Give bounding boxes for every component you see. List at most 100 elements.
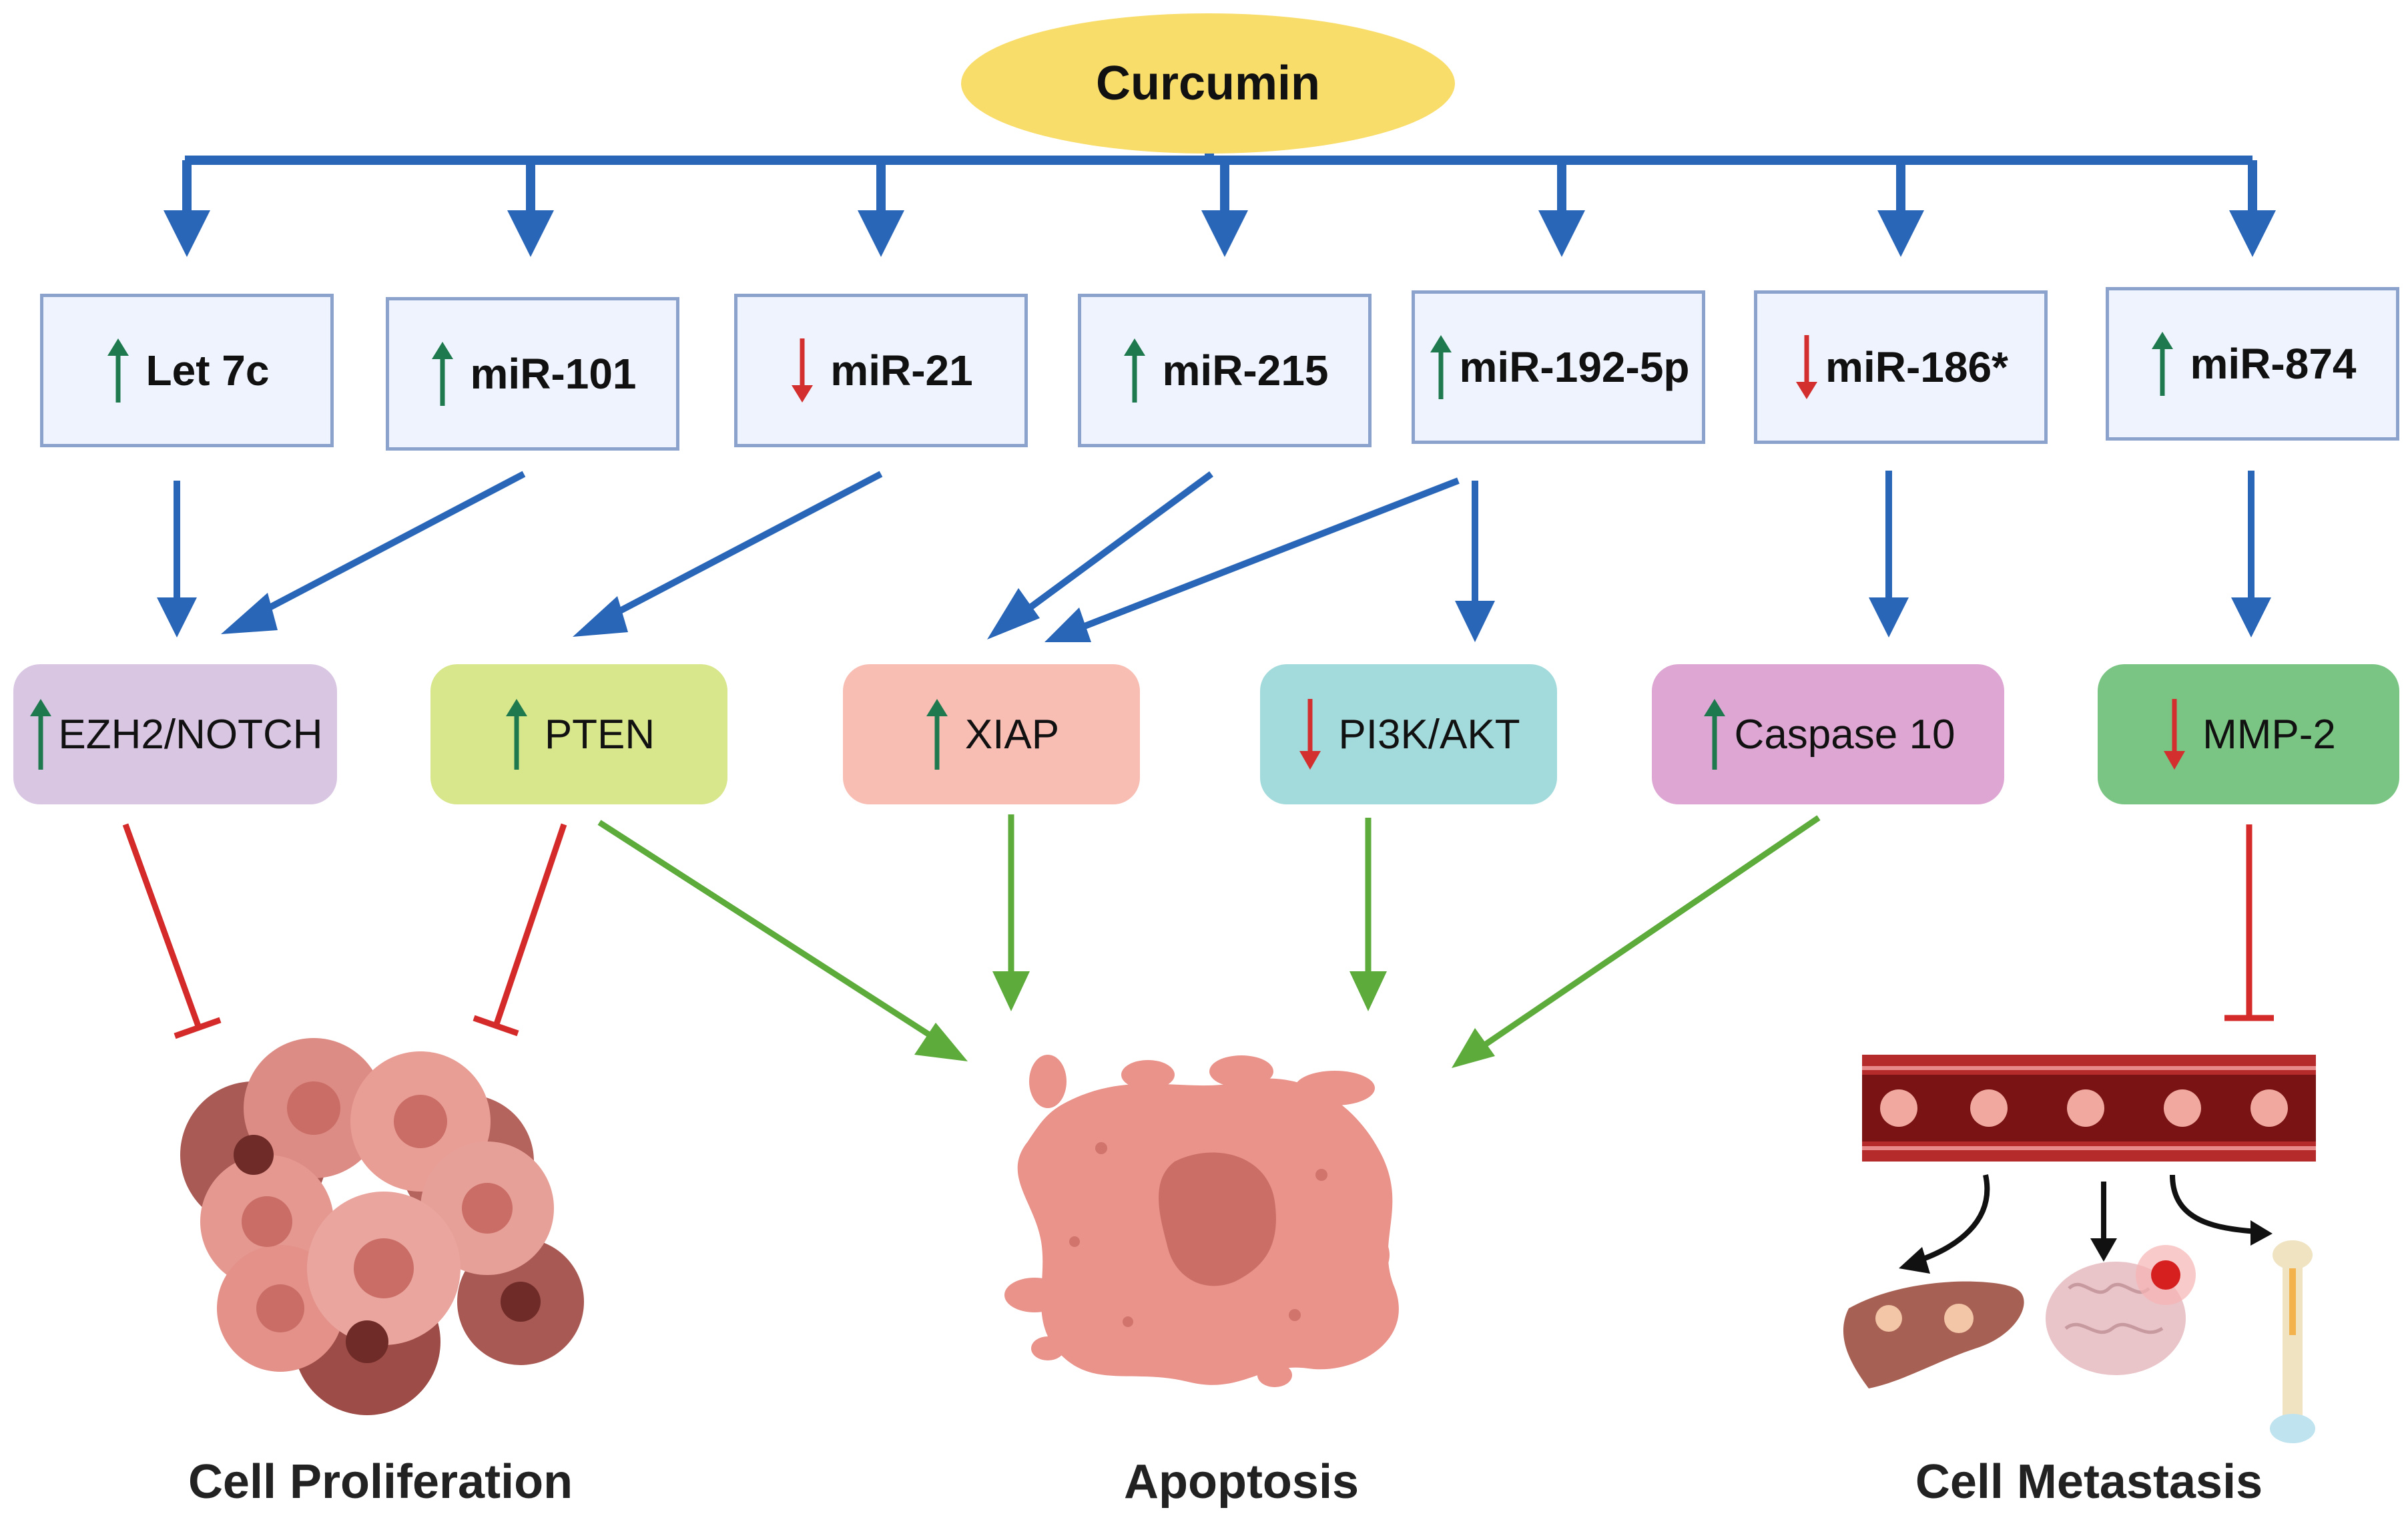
up-arrow-icon — [431, 342, 453, 406]
outcome-text: Apoptosis — [1124, 1455, 1359, 1509]
outcome-text: Cell Proliferation — [188, 1455, 573, 1509]
arrowhead-let7c-ezh2 — [157, 597, 197, 638]
down-arrow-icon — [1796, 335, 1818, 399]
arrowhead-mir101 — [507, 210, 554, 257]
curcumin-drop-arrowheads — [164, 210, 2276, 257]
apoptotic-vesicle — [1095, 1142, 1107, 1154]
mirna-label: miR-21 — [830, 346, 973, 395]
target-label: XIAP — [964, 711, 1060, 758]
prolif-nucleus — [287, 1081, 340, 1135]
mirna-box-mir1925p: miR-192-5p — [1412, 290, 1705, 444]
mirna-target-arrowheads — [157, 588, 2271, 642]
mirna-label: miR-215 — [1162, 346, 1329, 395]
arrowhead-mir186-casp10 — [1869, 597, 1909, 638]
arrowhead-mir21 — [858, 210, 904, 257]
prolif-nucleus — [346, 1320, 388, 1363]
inhibition-edges — [122, 823, 2274, 1039]
prolif-nucleus — [242, 1196, 292, 1247]
down-arrow-icon — [2164, 699, 2186, 770]
mirna-target-edges — [174, 471, 2254, 631]
apoptotic-fragment — [1031, 1336, 1065, 1360]
arrowhead-mir874-mmp2 — [2231, 597, 2271, 638]
target-label: PI3K/AKT — [1338, 711, 1520, 758]
circulating-tumor-cell — [2250, 1089, 2288, 1127]
liver-tumor — [1944, 1304, 1974, 1333]
arrowhead-pten-apoptosis — [914, 1023, 968, 1061]
down-arrow-icon — [792, 338, 814, 403]
target-box-xiap: XIAP — [843, 664, 1140, 804]
arrowhead-pi3k-apoptosis — [1349, 971, 1387, 1011]
apoptotic-vesicle — [1315, 1169, 1327, 1181]
mirna-box-mir186: miR-186* — [1754, 290, 2048, 444]
apoptotic-fragment — [1004, 1278, 1065, 1312]
curcumin-drops — [182, 160, 2257, 210]
edge-mir215-xiap — [1019, 471, 1213, 617]
edge-mir101-ezh2 — [255, 471, 526, 617]
target-box-ezh2: EZH2/NOTCH — [13, 664, 337, 804]
arrowhead-mir874 — [2229, 210, 2276, 257]
circulating-tumor-cell — [1880, 1089, 1917, 1127]
arrowhead-to-liver — [1899, 1247, 1930, 1274]
edge-mir1925p-xiap — [1080, 477, 1460, 631]
curcumin-distribution-edges — [182, 134, 2257, 210]
outcome-label-proliferation: Cell Proliferation — [133, 1449, 627, 1515]
promote-pten-apoptosis — [597, 820, 936, 1041]
bone-marrow — [2289, 1268, 2296, 1335]
mirna-label: miR-101 — [470, 350, 637, 398]
up-arrow-icon — [1703, 699, 1725, 770]
prolif-nucleus — [256, 1284, 304, 1332]
target-box-pten: PTEN — [430, 664, 727, 804]
bone-head — [2273, 1240, 2313, 1270]
inhibit-pten-proliferation — [493, 823, 567, 1027]
prolif-nucleus — [234, 1135, 274, 1175]
mirna-box-mir874: miR-874 — [2106, 287, 2399, 441]
prolif-nucleus — [354, 1238, 414, 1298]
arrow-to-bone — [2170, 1174, 2256, 1234]
inhibit-ezh2-bar — [174, 1017, 222, 1039]
up-arrow-icon — [107, 338, 129, 403]
arrowhead-mir1925p — [1538, 210, 1585, 257]
arrowhead-mir215 — [1201, 210, 1248, 257]
apoptotic-fragment — [1348, 1294, 1375, 1336]
target-label: EZH2/NOTCH — [58, 711, 323, 758]
circulating-tumor-cell — [2067, 1089, 2104, 1127]
up-arrow-icon — [2151, 332, 2173, 396]
arrowhead-let7c — [164, 210, 210, 257]
mirna-box-mir215: miR-215 — [1078, 294, 1372, 447]
circulating-tumor-cell — [1970, 1089, 2008, 1127]
bone-shaft — [2283, 1258, 2303, 1425]
up-arrow-icon — [926, 699, 948, 770]
target-label: MMP-2 — [2202, 711, 2336, 758]
brain-tumor — [2151, 1260, 2180, 1290]
brain-folds — [2064, 1282, 2164, 1334]
bone-end — [2270, 1414, 2315, 1443]
apoptotic-vesicle — [1289, 1309, 1301, 1321]
apoptotic-fragment — [1360, 1235, 1390, 1275]
cell-cluster-illustration — [180, 1038, 584, 1415]
up-arrow-icon — [1430, 335, 1452, 399]
apoptotic-fragment — [1209, 1055, 1273, 1087]
up-arrow-icon — [30, 699, 52, 770]
up-arrow-icon — [505, 699, 527, 770]
arrowhead-to-brain — [2090, 1238, 2117, 1262]
apoptotic-fragment — [1295, 1071, 1375, 1105]
apoptotic-fragment — [1257, 1363, 1292, 1387]
arrowhead-mir186 — [1877, 210, 1924, 257]
mirna-box-mir21: miR-21 — [734, 294, 1028, 447]
outcome-text: Cell Metastasis — [1915, 1455, 2263, 1509]
inhibit-pten-bar — [473, 1015, 519, 1037]
target-box-pi3k: PI3K/AKT — [1260, 664, 1557, 804]
promotion-edges — [597, 814, 1821, 1047]
inhibit-ezh2-proliferation — [122, 823, 202, 1027]
prolif-nucleus — [462, 1183, 513, 1234]
liver-tumor — [1875, 1305, 1902, 1332]
mirna-label: Let 7c — [145, 346, 270, 395]
apoptotic-vesicle — [1123, 1316, 1133, 1327]
arrowhead-to-bone — [2250, 1220, 2273, 1246]
mirna-box-let7c: Let 7c — [40, 294, 334, 447]
outcome-label-apoptosis: Apoptosis — [1041, 1449, 1442, 1515]
arrowhead-mir215-xiap — [987, 588, 1040, 640]
curcumin-node: Curcumin — [961, 13, 1455, 154]
arrow-to-liver — [1914, 1174, 1990, 1264]
